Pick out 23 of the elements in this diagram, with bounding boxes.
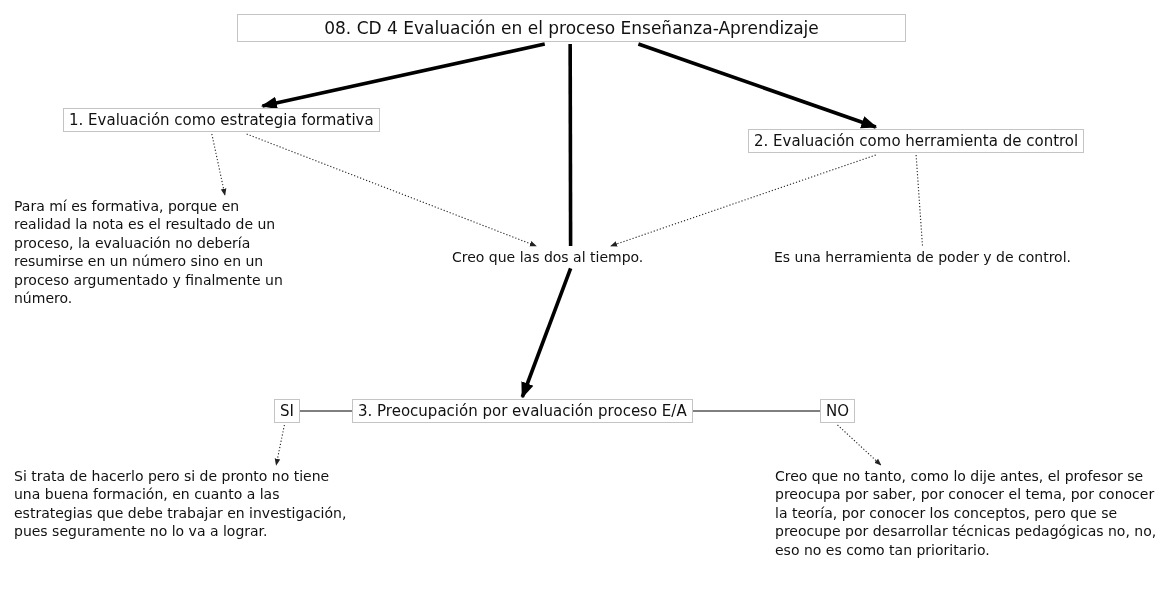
topic-box: 1. Evaluación como estrategia formativa <box>63 108 380 132</box>
answer-box: SI <box>274 399 300 423</box>
arrow <box>246 133 537 247</box>
arrow <box>260 42 546 110</box>
topic-box: 2. Evaluación como herramienta de control <box>748 129 1085 153</box>
connector-line <box>692 410 821 412</box>
topic-box: 3. Preocupación por evaluación proceso E/A <box>352 399 693 423</box>
answer-text: Creo que no tanto, como lo dije antes, el profesor se preocupa por saber, por conocer el tema, por conocer la teoría, por conocer los conceptos, pero que se preocupe por desarrollar técnicas pedagógicas no, no, eso no es como tan prioritario. <box>775 467 1167 560</box>
connector-line <box>299 410 353 412</box>
answer-text: Creo que las dos al tiempo. <box>452 248 644 267</box>
arrow <box>520 267 573 399</box>
arrow <box>637 42 878 129</box>
arrow <box>274 424 285 466</box>
answer-text: Si trata de hacerlo pero si de pronto no tiene una buena formación, en cuanto a las estrategias que debe trabajar en investigación, pues seguramente no lo va a lograr. <box>14 467 359 541</box>
title-box: 08. CD 4 Evaluación en el proceso Enseñanza-Aprendizaje <box>237 14 906 42</box>
arrow <box>610 154 877 247</box>
connector-line <box>568 44 573 246</box>
connector-line <box>915 154 924 247</box>
arrow <box>211 133 227 196</box>
answer-text: Es una herramienta de poder y de control. <box>774 248 1071 267</box>
answer-box: NO <box>820 399 856 423</box>
arrow <box>836 424 882 466</box>
answer-text: Para mí es formativa, porque en realidad la nota es el resultado de un proceso, la evaluación no debería resumirse en un número sino en un proceso argumentado y finalmente un número. <box>14 197 299 308</box>
